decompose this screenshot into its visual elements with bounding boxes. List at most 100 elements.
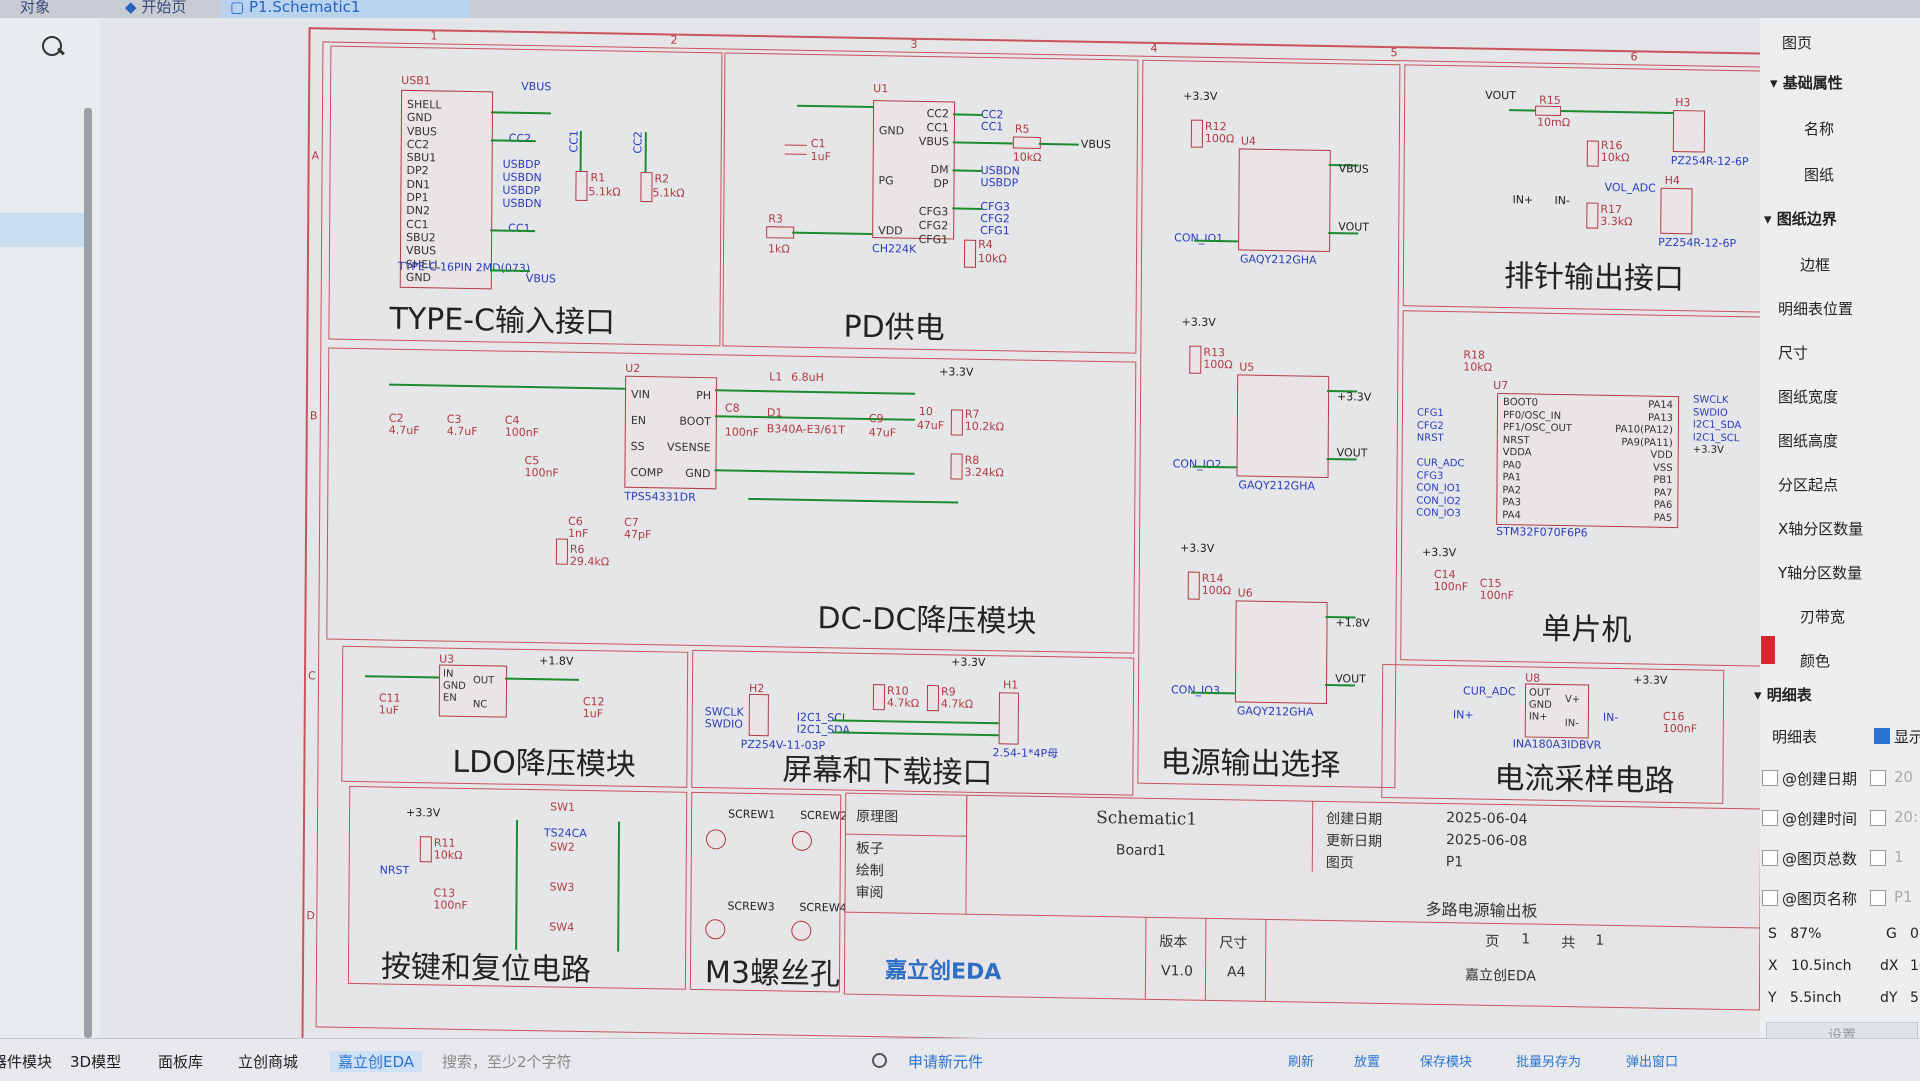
panel-item-8: 刃带宽 [1800, 608, 1846, 626]
color-swatch[interactable] [1761, 636, 1775, 664]
panel-item-2: 尺寸 [1778, 344, 1809, 362]
ruler-row-b: B [309, 409, 318, 423]
detail-value-checkbox-3[interactable] [1870, 890, 1886, 906]
detail-show-checkbox[interactable] [1874, 728, 1890, 744]
detail-checkbox-3[interactable] [1762, 890, 1778, 906]
library-search-input[interactable]: 搜索，至少2个字符 [442, 1053, 572, 1071]
header-h3[interactable] [1672, 110, 1706, 153]
resistor-r11[interactable] [419, 836, 432, 863]
net-cc2: CC2 [508, 131, 532, 146]
resistor-r7[interactable] [950, 409, 963, 436]
bottom-action-1[interactable]: 放置 [1354, 1055, 1381, 1070]
bottom-tab-2[interactable]: 面板库 [158, 1053, 204, 1071]
resistor-r13[interactable] [1189, 345, 1202, 374]
bottom-action-2[interactable]: 保存模块 [1420, 1055, 1473, 1070]
header-h2[interactable] [748, 693, 769, 737]
optomos-u6[interactable] [1234, 600, 1328, 704]
usb1-ref: USB1 [401, 73, 431, 88]
header-h4[interactable] [1660, 187, 1693, 235]
block-power-select[interactable]: +3.3V R12 100Ω U4 CON_IO1 GAQY212GHA VOU… [1137, 59, 1401, 789]
bottom-tab-0[interactable]: 器件模块 [0, 1053, 53, 1071]
net-vbus-2: VBUS [525, 271, 556, 286]
resistor-r15[interactable] [1535, 105, 1562, 117]
header-h1[interactable] [998, 692, 1019, 745]
detail-value-checkbox-1[interactable] [1870, 810, 1886, 826]
resistor-r16[interactable] [1586, 140, 1599, 167]
property-panel: 图页 ▾ 基础属性 名称 图纸 ▾ 图纸边界 边框明细表位置尺寸图纸宽度图纸高度… [1754, 18, 1920, 1058]
block-ldo-title: LDO降压模块 [452, 744, 636, 783]
search-icon[interactable] [872, 1053, 887, 1068]
section-basic[interactable]: ▾ 基础属性 [1770, 74, 1843, 92]
search-icon[interactable] [42, 36, 62, 56]
detail-checkbox-0[interactable] [1762, 770, 1778, 786]
resistor-r4[interactable] [963, 239, 977, 268]
resistor-r9[interactable] [926, 684, 940, 712]
detail-value-checkbox-0[interactable] [1870, 770, 1886, 786]
resistor-r12[interactable] [1190, 119, 1203, 148]
screw-1[interactable] [705, 829, 726, 850]
tab-objects[interactable]: 对象 [20, 0, 51, 16]
tab-start-page[interactable]: ◆ 开始页 [125, 0, 187, 16]
bottom-action-3[interactable]: 批量另存为 [1516, 1055, 1582, 1070]
resistor-r1[interactable] [575, 170, 588, 202]
block-header-output[interactable]: VOUT R15 10mΩ R16 10kΩ R17 3.3kΩ VOL_ADC… [1402, 64, 1769, 313]
request-part-link[interactable]: 申请新元件 [908, 1053, 984, 1071]
tb-created-value: 2025-06-04 [1446, 810, 1528, 828]
section-detail[interactable]: ▾ 明细表 [1754, 686, 1812, 704]
screw-4[interactable] [791, 920, 812, 941]
detail-checkbox-2[interactable] [1762, 850, 1778, 866]
resistor-r6[interactable] [555, 538, 569, 565]
tb-company: 嘉立创EDA [1464, 967, 1537, 985]
ruler-col-3: 3 [910, 37, 918, 51]
panel-title: 图页 [1782, 34, 1813, 52]
bottom-action-0[interactable]: 刷新 [1288, 1055, 1315, 1070]
resistor-r5[interactable] [1012, 136, 1041, 149]
resistor-r3[interactable] [766, 226, 795, 239]
panel-item-6: X轴分区数量 [1778, 520, 1864, 538]
bottom-tab-4[interactable]: 嘉立创EDA [330, 1051, 423, 1072]
section-border[interactable]: ▾ 图纸边界 [1764, 210, 1837, 228]
capacitor-c1[interactable] [784, 144, 807, 155]
bottom-tab-1[interactable]: 3D模型 [70, 1053, 122, 1071]
optomos-u4[interactable] [1238, 148, 1331, 253]
block-screws[interactable]: SCREW1 SCREW2 SCREW3 SCREW4 M3螺丝孔 [689, 791, 847, 993]
detail-value-checkbox-2[interactable] [1870, 850, 1886, 866]
resistor-r2[interactable] [640, 171, 653, 203]
block-screws-title: M3螺丝孔 [704, 955, 841, 993]
panel-item-3: 图纸宽度 [1778, 388, 1839, 406]
title-block: 原理图 Schematic1 板子 Board1 绘制 审阅 创建日期 2025… [843, 792, 1762, 1011]
bottom-action-4[interactable]: 弹出窗口 [1626, 1055, 1679, 1070]
block-keys[interactable]: +3.3V R11 10kΩ NRST C13 100nF SW1 SW2 SW… [347, 785, 688, 990]
optomos-u5[interactable] [1236, 374, 1330, 478]
left-panel [0, 18, 100, 1038]
tb-project: 多路电源输出板 [1425, 899, 1538, 921]
bottom-tab-3[interactable]: 立创商城 [238, 1053, 299, 1071]
resistor-r17[interactable] [1586, 202, 1599, 229]
ruler-col-2: 2 [670, 33, 678, 47]
resistor-r10[interactable] [872, 684, 886, 711]
detail-checkbox-1[interactable] [1762, 810, 1778, 826]
resistor-r8[interactable] [950, 453, 963, 480]
panel-item-0: 边框 [1800, 256, 1831, 274]
left-scrollbar[interactable] [84, 108, 92, 1038]
selected-list-item[interactable] [0, 213, 90, 247]
ruler-col-6: 6 [1630, 50, 1638, 64]
home-icon: ◆ [125, 0, 142, 16]
screw-3[interactable] [705, 919, 726, 940]
resistor-r14[interactable] [1187, 571, 1200, 600]
ruler-col-1: 1 [430, 29, 438, 43]
screw-2[interactable] [791, 830, 812, 851]
net-usbdn-2: USBDN [502, 196, 542, 211]
tab-schematic[interactable]: ▢ P1.Schematic1 [220, 0, 470, 18]
block-typec-title: TYPE-C输入接口 [389, 301, 616, 341]
block-screen[interactable]: H2 PZ254V-11-03P SWCLK SWDIO I2C1_SCL I2… [691, 649, 1135, 796]
usb1-part: TYPE-C 16PIN 2MD(073) [397, 259, 531, 276]
